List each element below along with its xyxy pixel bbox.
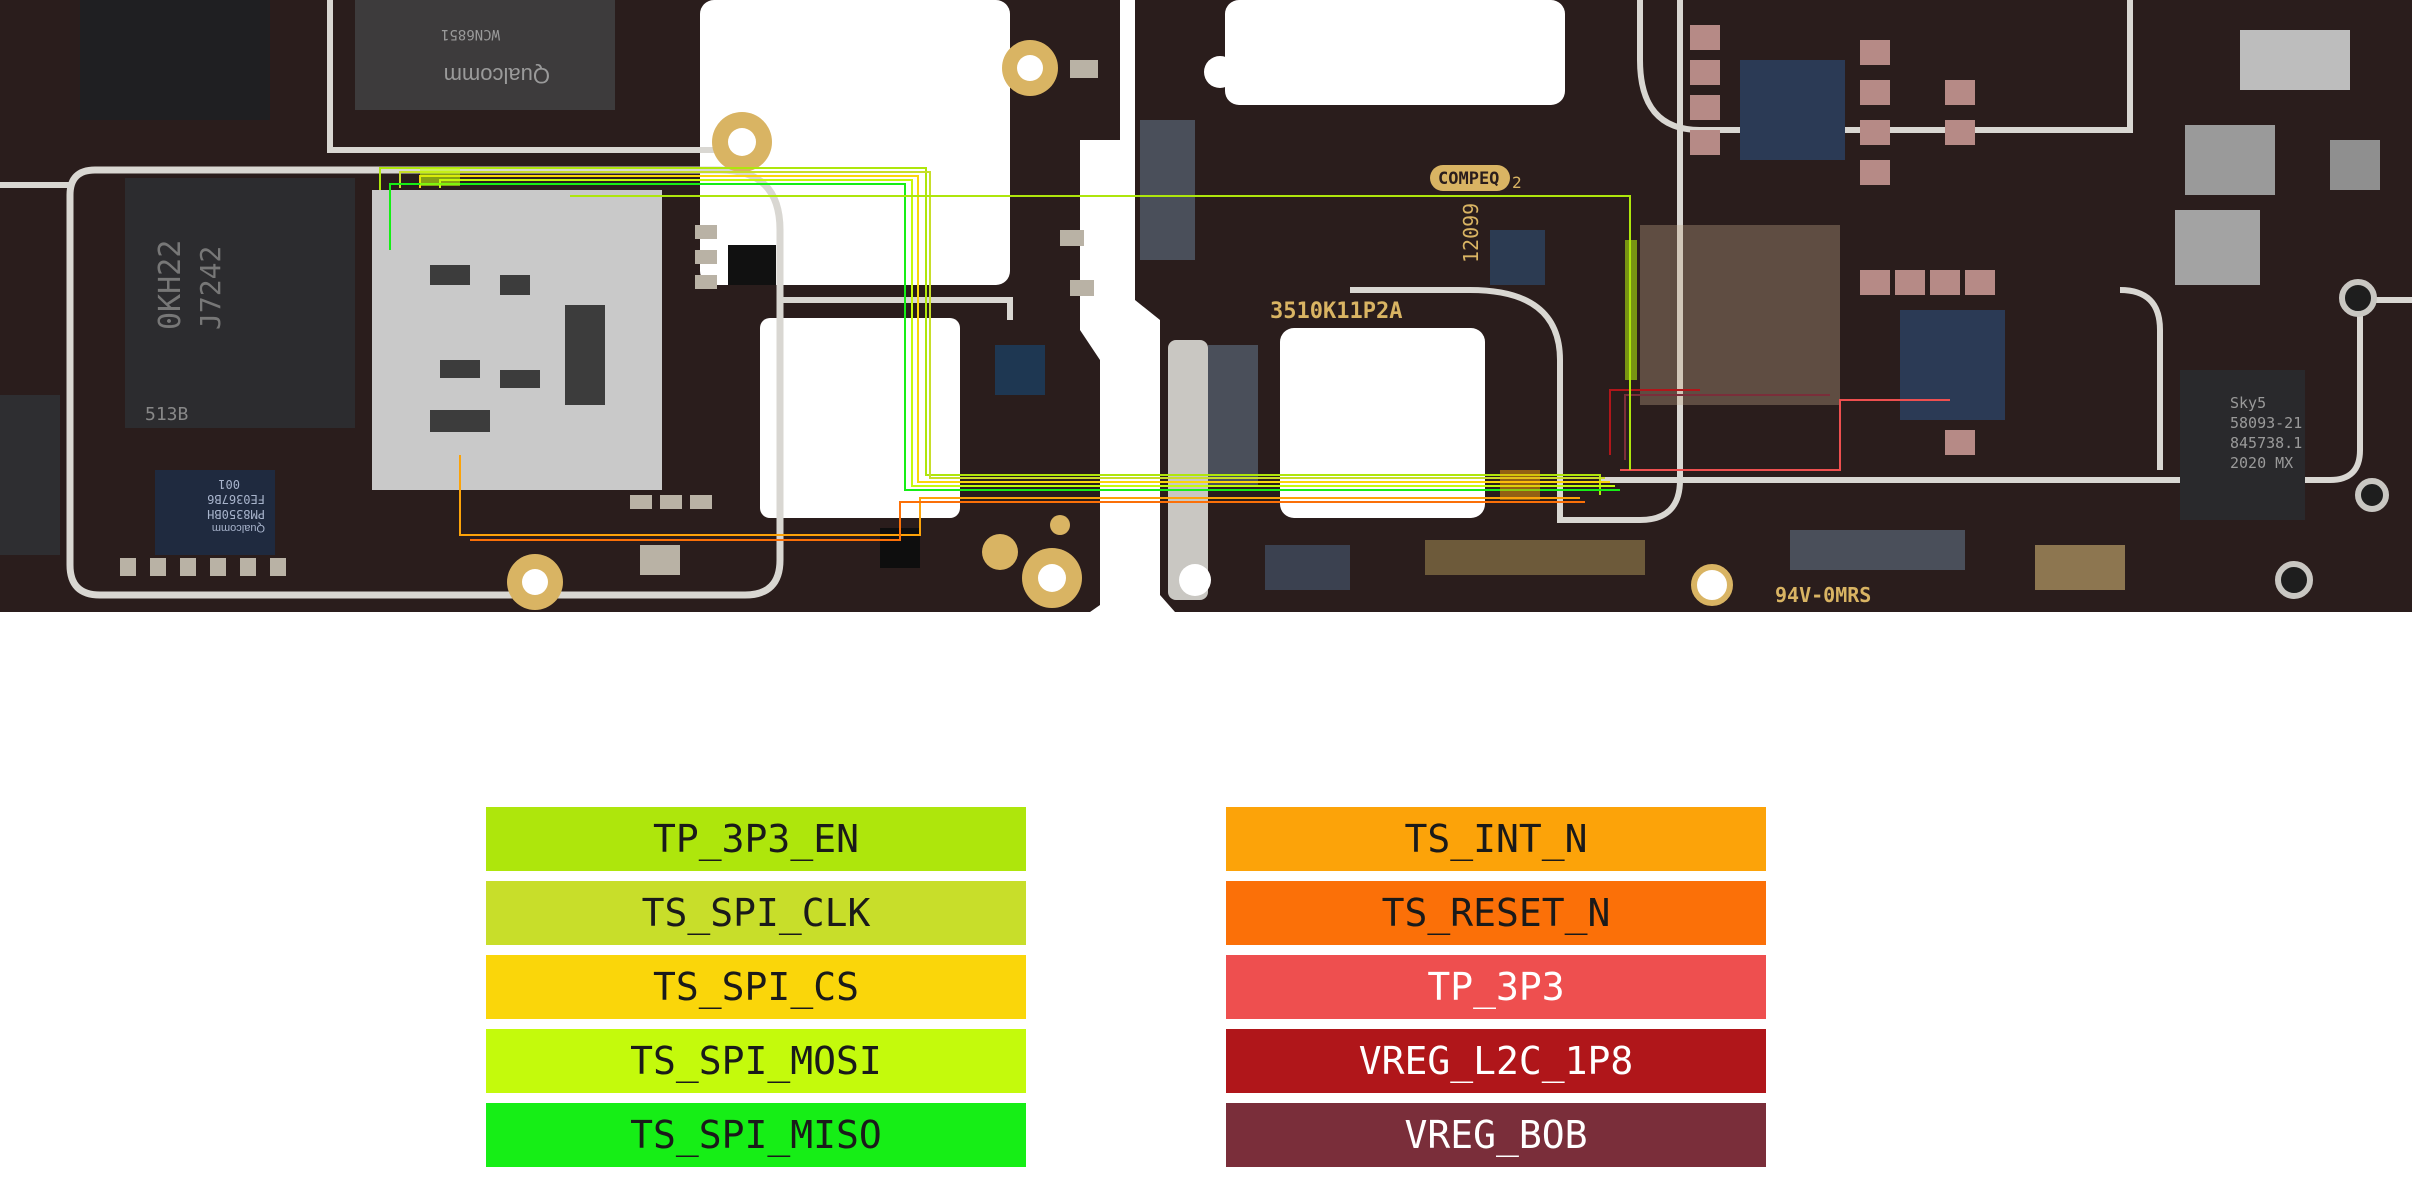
soc-bga-pads: [372, 190, 662, 490]
connector-vertical-bottom: [1208, 345, 1258, 485]
legend-label: TS_SPI_CS: [653, 965, 859, 1009]
legend-label: TP_3P3_EN: [653, 817, 859, 861]
left-board-half: Qualcomm WCN6851 Qualcomm PM8350BH FE036…: [0, 0, 1120, 612]
chip-text-wcn: WCN6851: [441, 26, 500, 42]
chip-text-pmic-code: FE0367B6: [207, 492, 265, 506]
trace-highlights: [420, 168, 1637, 500]
trace-tp-3p3: [1620, 399, 1950, 471]
chip-text-pmic-rev: 001: [218, 477, 240, 491]
board-part-text: 3510K11P2A: [1270, 299, 1402, 324]
legend-item-ts-spi-cs: TS_SPI_CS: [486, 955, 1026, 1019]
pcb-board-photo: Qualcomm WCN6851 Qualcomm PM8350BH FE036…: [0, 0, 2412, 612]
legend-item-ts-spi-mosi: TS_SPI_MOSI: [486, 1029, 1026, 1093]
right-board-half: COMPEQ 2 12099 3510K11P2A 94V-0MRS Sky5 …: [1135, 0, 2412, 612]
trace-vreg-bob: [1624, 394, 1830, 460]
legend-item-tp-3p3-en: TP_3P3_EN: [486, 807, 1026, 871]
connector-long: [1425, 540, 1645, 575]
pmic-chip: [155, 470, 275, 555]
skyworks-date-text: 2020 MX: [2230, 454, 2293, 472]
legend-item-tp-3p3: TP_3P3: [1226, 955, 1766, 1019]
legend-item-ts-spi-clk: TS_SPI_CLK: [486, 881, 1026, 945]
legend-item-ts-reset-n: TS_RESET_N: [1226, 881, 1766, 945]
legend-item-ts-spi-miso: TS_SPI_MISO: [486, 1103, 1026, 1167]
trace-vreg-l2c: [1609, 389, 1700, 455]
compeq-num-text: 2: [1512, 173, 1522, 192]
chip-text-mem-sub: 513B: [145, 404, 188, 425]
legend-item-vreg-bob: VREG_BOB: [1226, 1103, 1766, 1167]
legend-item-ts-int-n: TS_INT_N: [1226, 807, 1766, 871]
bga-chip-2: [1900, 310, 2005, 420]
chip-text-mem-code2: J7242: [194, 246, 227, 330]
trace-ts-spi-miso: [389, 183, 1620, 491]
skyworks-text: Sky5: [2230, 394, 2266, 412]
skyworks-part-text: 58093-21: [2230, 414, 2302, 432]
chip-text-mem-code: 0KH22: [153, 240, 188, 330]
legend-item-vreg-l2c-1p8: VREG_L2C_1P8: [1226, 1029, 1766, 1093]
legend-label: TS_RESET_N: [1381, 891, 1611, 935]
legend-label: VREG_L2C_1P8: [1358, 1039, 1634, 1083]
ul-mark-text: 94V-0MRS: [1775, 583, 1871, 607]
chip-text-qualcomm-top: Qualcomm: [444, 63, 550, 88]
legend-label: TS_SPI_CLK: [641, 891, 871, 935]
legend-left: TP_3P3_EN TS_SPI_CLK TS_SPI_CS TS_SPI_MO…: [486, 807, 1026, 1177]
memory-chip: [125, 178, 355, 428]
trace-ts-spi-clk: [399, 171, 1605, 479]
legend-right: TS_INT_N TS_RESET_N TP_3P3 VREG_L2C_1P8 …: [1226, 807, 1766, 1177]
qualcomm-chip-top: [80, 0, 270, 120]
chip-text-pmic-part: PM8350BH: [207, 507, 265, 521]
legend-label: TS_INT_N: [1404, 817, 1588, 861]
legend-label: TS_SPI_MISO: [630, 1113, 882, 1157]
compeq-logo: COMPEQ 2: [1430, 165, 1522, 192]
skyworks-lot-text: 845738.1: [2230, 434, 2302, 452]
chip-text-pmic-qcom: Qualcomm: [212, 522, 265, 534]
legend-label: TS_SPI_MOSI: [630, 1039, 882, 1083]
compeq-text: COMPEQ: [1438, 169, 1499, 189]
connector-right: [1790, 530, 1965, 570]
legend-label: VREG_BOB: [1404, 1113, 1588, 1157]
legend-label: TP_3P3: [1427, 965, 1565, 1009]
connector-vertical-top: [1140, 120, 1195, 260]
board-num-text: 12099: [1459, 203, 1483, 263]
bga-chip-1: [1740, 60, 1845, 160]
skyworks-chip: [2180, 370, 2305, 520]
trace-ts-reset-n: [470, 501, 1585, 541]
trace-ts-int-n: [459, 455, 1580, 536]
